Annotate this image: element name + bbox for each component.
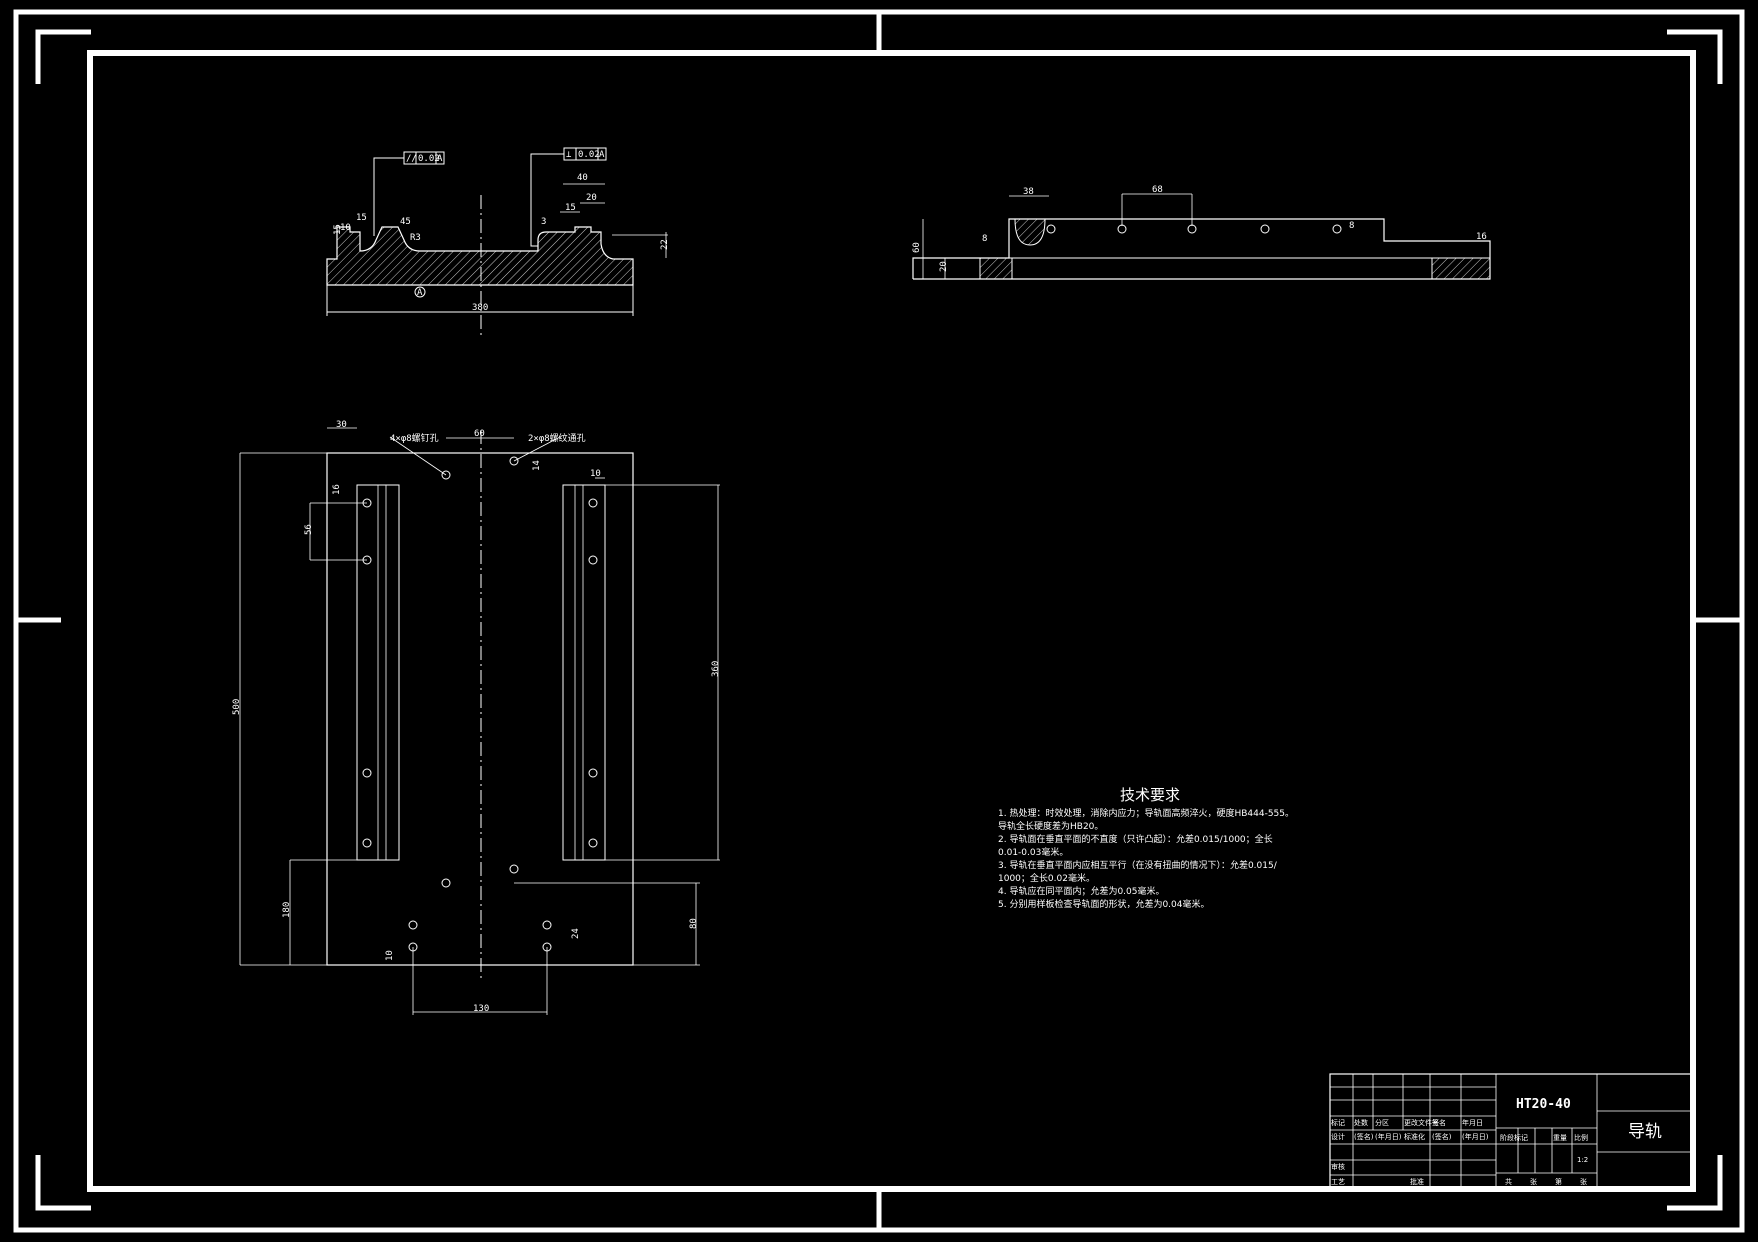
svg-text:0.01-0.03毫米。: 0.01-0.03毫米。 — [998, 846, 1068, 858]
svg-text:1. 热处理：时效处理，消除内应力；导轨面高频淬火，硬度HB: 1. 热处理：时效处理，消除内应力；导轨面高频淬火，硬度HB444-555。 — [998, 807, 1294, 819]
sheet-border — [13, 9, 1745, 1233]
part-name: 导轨 — [1628, 1122, 1662, 1142]
svg-text:批准: 批准 — [1410, 1177, 1424, 1186]
svg-text:180: 180 — [282, 902, 292, 918]
svg-text:处数: 处数 — [1354, 1118, 1368, 1127]
svg-text:10: 10 — [590, 469, 601, 479]
svg-text:500: 500 — [232, 699, 242, 715]
gdt-frame-right: ⊥ 0.02 A — [530, 147, 607, 247]
top-section-view: // 0.02 A ⊥ 0.02 A A 380 15 10 15 45 R3 … — [326, 147, 670, 338]
svg-text:0.02: 0.02 — [578, 150, 600, 160]
section-outline — [326, 226, 634, 286]
svg-text:10: 10 — [385, 950, 395, 961]
svg-text:15: 15 — [565, 203, 576, 213]
svg-text:标准化: 标准化 — [1404, 1132, 1425, 1141]
hole-pattern — [362, 456, 598, 952]
svg-text://: // — [406, 154, 417, 164]
svg-text:比例: 比例 — [1574, 1133, 1588, 1142]
svg-text:(年月日): (年月日) — [1375, 1132, 1402, 1141]
svg-text:审核: 审核 — [1331, 1162, 1345, 1171]
svg-text:更改文件号: 更改文件号 — [1404, 1118, 1439, 1127]
material-label: HT20-40 — [1516, 1097, 1571, 1112]
svg-text:360: 360 — [711, 661, 721, 677]
svg-text:分区: 分区 — [1375, 1118, 1389, 1127]
svg-text:第: 第 — [1555, 1177, 1562, 1186]
svg-text:380: 380 — [472, 303, 488, 313]
svg-text:68: 68 — [1152, 185, 1163, 195]
svg-text:(签名): (签名) — [1354, 1132, 1374, 1141]
svg-text:24: 24 — [571, 928, 581, 939]
svg-text:阶段标记: 阶段标记 — [1500, 1133, 1528, 1142]
svg-text:56: 56 — [304, 524, 314, 535]
svg-text:22: 22 — [660, 239, 670, 250]
svg-text:45: 45 — [400, 217, 411, 227]
svg-text:15: 15 — [356, 213, 367, 223]
svg-text:0.02: 0.02 — [418, 154, 440, 164]
svg-text:工艺: 工艺 — [1331, 1178, 1345, 1186]
svg-text:4×φ8螺钉孔: 4×φ8螺钉孔 — [390, 433, 439, 444]
svg-text:R3: R3 — [410, 233, 421, 243]
svg-text:20: 20 — [939, 261, 949, 272]
svg-text:14: 14 — [532, 460, 542, 471]
svg-text:3. 导轨在垂直平面内应相互平行（在没有扭曲的情况下）：允差: 3. 导轨在垂直平面内应相互平行（在没有扭曲的情况下）：允差0.015/ — [998, 859, 1278, 871]
svg-text:A: A — [417, 288, 423, 298]
svg-text:1000；全长0.02毫米。: 1000；全长0.02毫米。 — [998, 872, 1095, 884]
svg-text:(年月日): (年月日) — [1462, 1132, 1489, 1141]
svg-text:导轨全长硬度差为HB20。: 导轨全长硬度差为HB20。 — [998, 820, 1103, 832]
svg-text:16: 16 — [332, 484, 342, 495]
technical-requirements: 技术要求 1. 热处理：时效处理，消除内应力；导轨面高频淬火，硬度HB444-5… — [998, 786, 1294, 910]
svg-text:8: 8 — [982, 234, 987, 244]
svg-text:年月日: 年月日 — [1462, 1118, 1483, 1127]
svg-text:30: 30 — [336, 420, 347, 430]
svg-text:4. 导轨应在同平面内；允差为0.05毫米。: 4. 导轨应在同平面内；允差为0.05毫米。 — [998, 885, 1165, 897]
svg-text:1:2: 1:2 — [1577, 1156, 1588, 1164]
svg-text:张: 张 — [1530, 1177, 1537, 1186]
svg-text:10: 10 — [340, 223, 351, 233]
plan-view: 30 60 14 10 16 56 500 360 180 80 24 10 1… — [232, 420, 721, 1015]
svg-text:标记: 标记 — [1331, 1118, 1345, 1127]
svg-text:60: 60 — [912, 242, 922, 253]
svg-text:130: 130 — [473, 1004, 489, 1014]
gdt-frame-left: // 0.02 A — [373, 151, 445, 236]
title-block: 标记 处数 分区 更改文件号 签名 年月日 设计 (签名) (年月日) 标准化 … — [1329, 1073, 1696, 1190]
svg-text:20: 20 — [586, 193, 597, 203]
svg-text:A: A — [437, 154, 443, 164]
svg-text:张: 张 — [1580, 1177, 1587, 1186]
tech-req-title: 技术要求 — [1120, 786, 1180, 804]
svg-text:16: 16 — [1476, 232, 1487, 242]
svg-text:8: 8 — [1349, 221, 1354, 231]
svg-text:38: 38 — [1023, 187, 1034, 197]
svg-text:15: 15 — [333, 224, 343, 235]
side-view: 38 68 60 20 8 8 16 — [912, 185, 1491, 280]
svg-text:设计: 设计 — [1331, 1132, 1345, 1141]
svg-text:(签名): (签名) — [1432, 1132, 1452, 1141]
svg-text:⊥: ⊥ — [566, 150, 572, 160]
svg-text:A: A — [599, 150, 605, 160]
svg-text:共: 共 — [1505, 1177, 1512, 1186]
svg-text:80: 80 — [689, 918, 699, 929]
svg-text:2×φ8螺纹通孔: 2×φ8螺纹通孔 — [528, 432, 586, 444]
datum-circle — [414, 286, 426, 298]
svg-text:60: 60 — [474, 429, 485, 439]
svg-text:5. 分别用样板检查导轨面的形状，允差为0.04毫米。: 5. 分别用样板检查导轨面的形状，允差为0.04毫米。 — [998, 898, 1210, 910]
svg-text:签名: 签名 — [1432, 1118, 1446, 1127]
svg-text:3: 3 — [541, 217, 546, 227]
svg-text:重量: 重量 — [1553, 1134, 1567, 1142]
svg-text:2. 导轨面在垂直平面的不直度（只许凸起）：允差0.015/: 2. 导轨面在垂直平面的不直度（只许凸起）：允差0.015/1000；全长 — [998, 833, 1273, 845]
svg-text:40: 40 — [577, 173, 588, 183]
